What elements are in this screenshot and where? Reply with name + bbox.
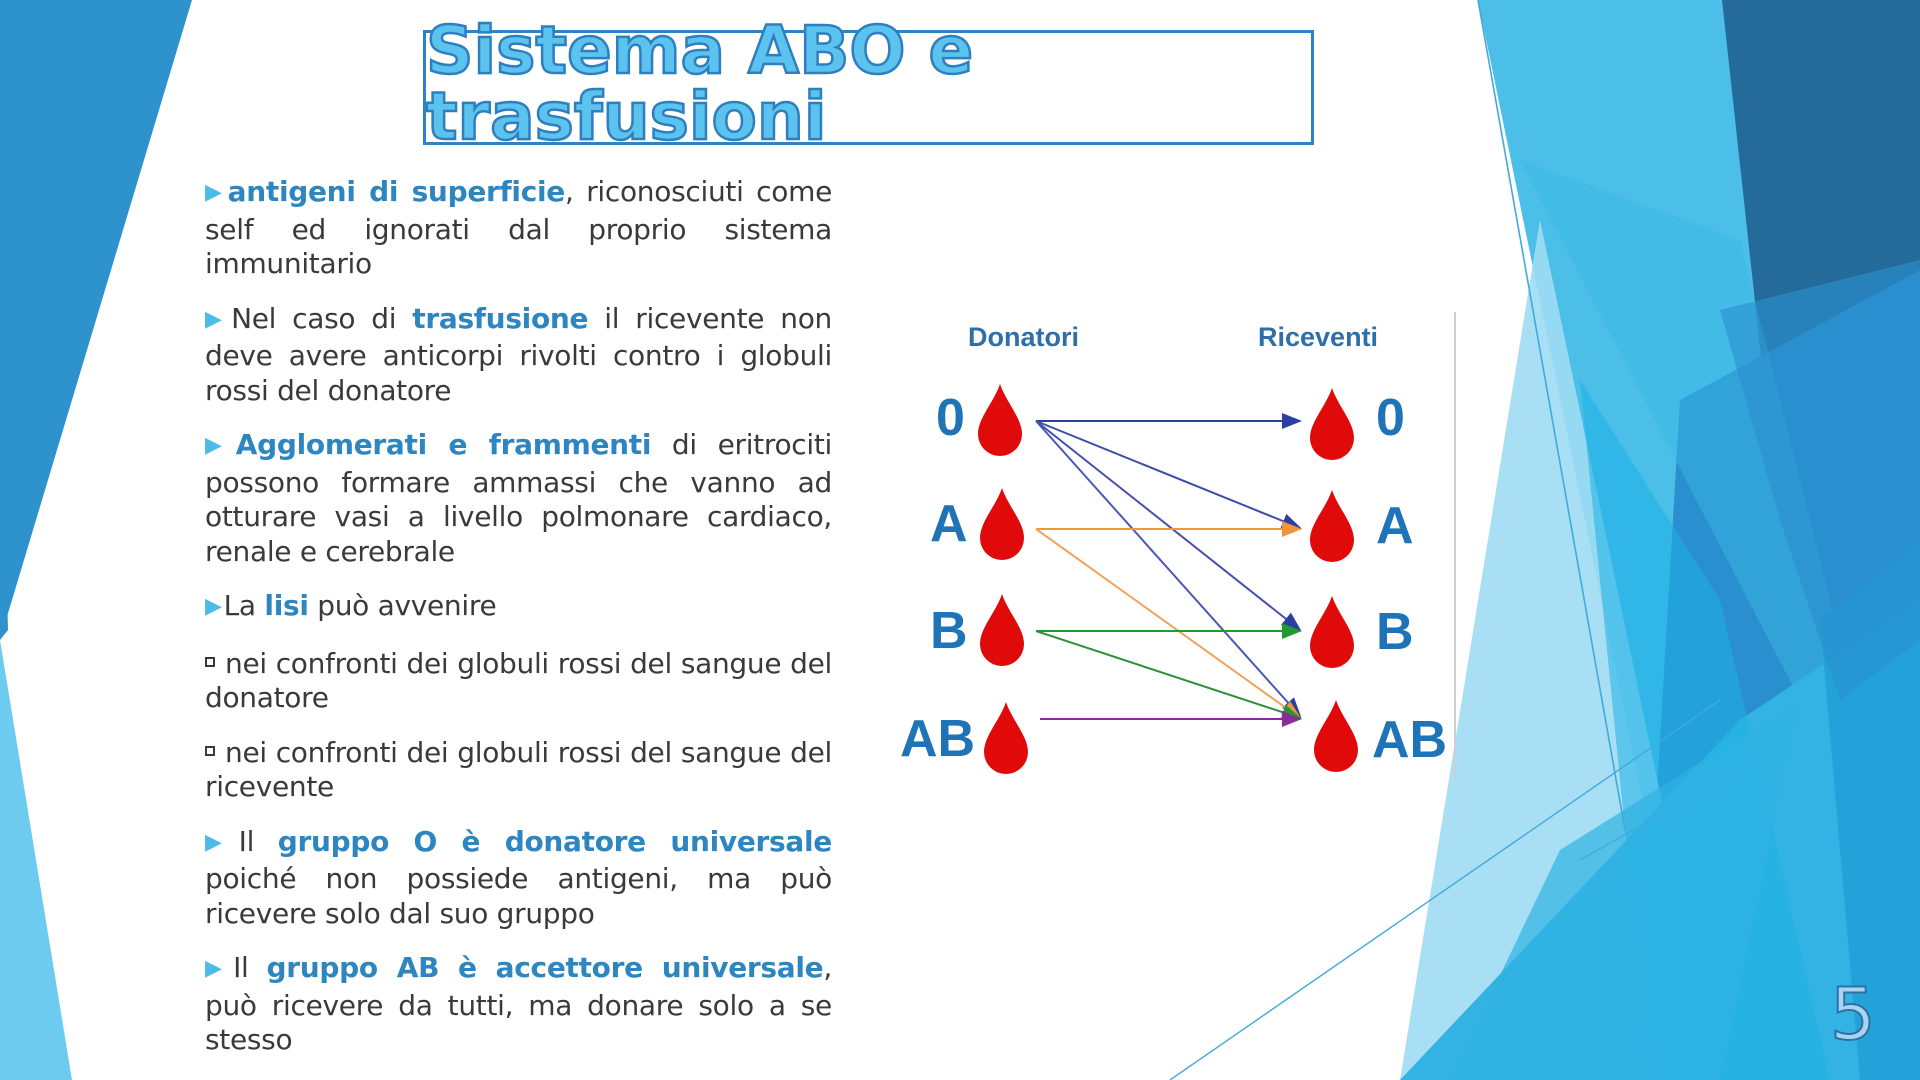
donors-heading: Donatori: [968, 322, 1079, 352]
bullet-text: Il: [233, 951, 267, 984]
blood-drop-icon: [984, 702, 1028, 774]
highlighted-term: antigeni di superficie: [227, 175, 566, 208]
bullet-text: il ricevente non deve avere anticorpi ri…: [205, 301, 832, 407]
recipient-label-b: B: [1376, 603, 1414, 661]
donor-label-b: B: [930, 602, 968, 660]
square-bullet-icon: [205, 656, 215, 667]
bullet-text: , può ricevere da tutti, ma donare solo …: [205, 951, 832, 1056]
donor-label-a: A: [930, 495, 968, 553]
bullet-text: Nel caso di: [231, 301, 413, 335]
blood-drop-icon: [978, 384, 1022, 456]
triangle-bullet-icon: ▶: [205, 594, 222, 619]
bullet-item: ▶Il gruppo AB è accettore universale, pu…: [205, 951, 832, 1058]
triangle-bullet-icon: ▶: [205, 180, 226, 205]
blood-drop-icon: [1310, 388, 1354, 460]
recipient-label-0: 0: [1376, 389, 1405, 447]
highlighted-term: gruppo AB è accettore universale: [266, 951, 824, 984]
triangle-bullet-icon: ▶: [205, 956, 232, 981]
blood-drop-icon: [1310, 596, 1354, 668]
highlighted-term: trasfusione: [412, 301, 589, 335]
triangle-bullet-icon: ▶: [205, 306, 230, 332]
title-box: Sistema ABO e trasfusioni: [423, 16, 1314, 150]
bullet-item: ▶Nel caso di trasfusione il ricevente no…: [205, 302, 832, 409]
bullet-text: , riconosciuti come self ed ignorati dal…: [205, 175, 832, 280]
slide-title: Sistema ABO e trasfusioni: [425, 11, 975, 155]
blood-drop-icon: [1310, 490, 1354, 562]
highlighted-term: gruppo O è donatore universale: [277, 824, 833, 858]
bullet-text: di eritrociti possono formare ammassi ch…: [205, 428, 833, 568]
highlighted-term: lisi: [264, 589, 309, 622]
recipients-heading: Riceventi: [1258, 322, 1379, 352]
bullet-text: La: [223, 589, 265, 622]
bullet-list: ▶antigeni di superficie, riconosciuti co…: [205, 175, 832, 1078]
bullet-item: ▶antigeni di superficie, riconosciuti co…: [205, 175, 832, 282]
bullet-item: ▶La lisi può avvenire: [205, 589, 832, 627]
bullet-item: ▶Il gruppo O è donatore universale poich…: [205, 825, 832, 932]
recipient-label-a: A: [1376, 497, 1414, 555]
highlighted-term: Agglomerati e frammenti: [235, 428, 652, 461]
recipient-label-ab: AB: [1372, 711, 1448, 769]
page-number: 5: [1829, 972, 1877, 1056]
bullet-item: nei confronti dei globuli rossi del sang…: [205, 647, 832, 716]
triangle-bullet-icon: ▶: [205, 829, 237, 855]
donor-label-ab: AB: [900, 710, 976, 768]
bullet-text: poiché non possiede antigeni, ma può ric…: [205, 862, 832, 930]
bullet-item: nei confronti dei globuli rossi del sang…: [205, 736, 832, 805]
bullet-text: nei confronti dei globuli rossi del sang…: [205, 646, 832, 715]
bullet-text: può avvenire: [308, 589, 497, 622]
triangle-bullet-icon: ▶: [205, 433, 234, 458]
compatibility-arrows: [1035, 413, 1302, 727]
bullet-item: ▶Agglomerati e frammenti di eritrociti p…: [205, 428, 832, 569]
blood-drop-icon: [1314, 700, 1358, 772]
bullet-text: Il: [238, 824, 278, 858]
blood-drop-icon: [980, 488, 1024, 560]
blood-drop-icon: [980, 594, 1024, 666]
diagram-border: [1454, 312, 1456, 780]
bullet-text: nei confronti dei globuli rossi del sang…: [205, 735, 832, 804]
donor-label-0: 0: [936, 389, 965, 447]
square-bullet-icon: [205, 745, 215, 756]
